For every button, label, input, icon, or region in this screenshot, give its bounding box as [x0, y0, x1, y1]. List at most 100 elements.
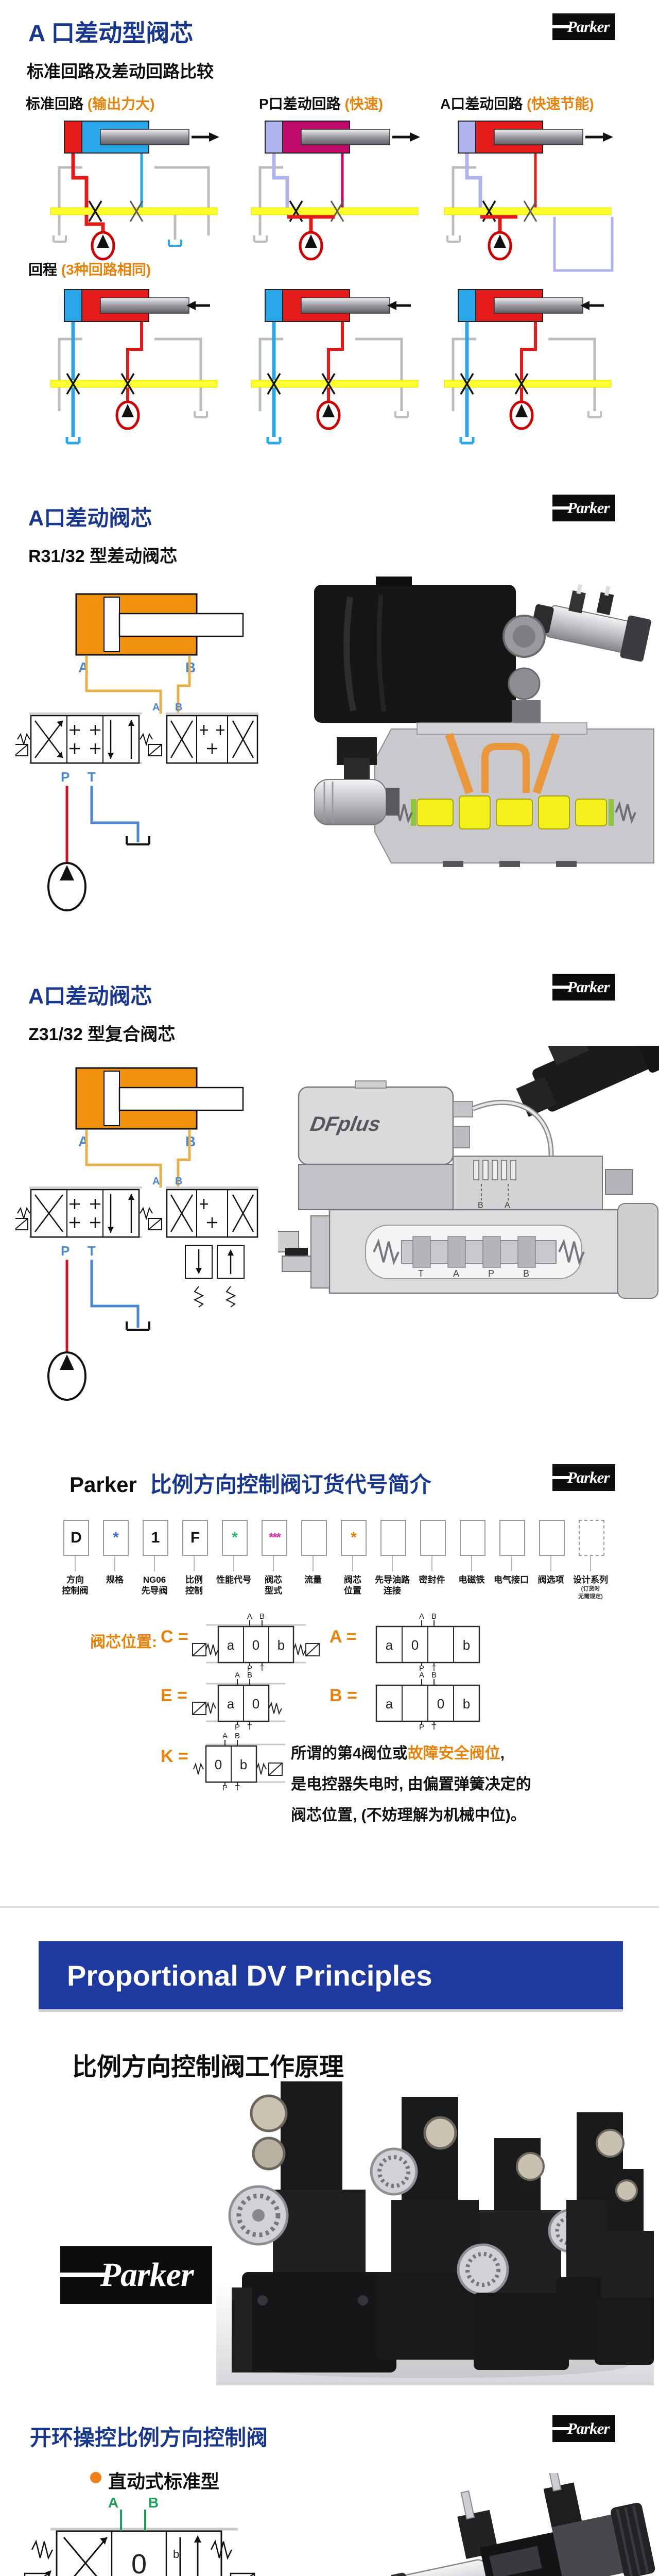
code-char: F [190, 1529, 200, 1546]
parker-logo: Parker [552, 495, 615, 521]
parker-logo-text: Parker [100, 2256, 194, 2294]
l1: 电气接口 [494, 1575, 529, 1585]
slide3-subtitle: Z31/32 型复合阀芯 [28, 1025, 176, 1044]
r31-schematic-diagram: A B A B [15, 593, 258, 911]
valve-symbol-main [15, 1187, 162, 1238]
port-label-t: T [88, 1243, 96, 1259]
cell-b: b [240, 1757, 247, 1772]
banner-text: Proportional DV Principles [67, 1959, 432, 1992]
valve-port-a: A [152, 1176, 160, 1187]
cell-0: 0 [131, 2549, 147, 2576]
code-box-6: *** [262, 1520, 287, 1556]
field-label-7: 流量 [291, 1574, 335, 1585]
parker-logo-text: Parker [567, 499, 610, 517]
code-char: D [71, 1529, 82, 1546]
tick-B: B [431, 1613, 437, 1621]
slide6-bullet: 直动式标准型 [108, 2471, 220, 2492]
pilot-valve-photo [531, 584, 651, 662]
valve-1 [228, 2081, 396, 2372]
field-label-12: 电气接口 [489, 1574, 533, 1585]
circuit-return-diagram-3 [444, 289, 612, 445]
field-label-8: 阀芯位置 [331, 1574, 375, 1597]
failsafe-note-line1: 所谓的第4阀位或故障安全阀位, [291, 1740, 505, 1763]
tick-T: T [259, 1664, 264, 1671]
parker-dash-icon [552, 2427, 571, 2430]
code-char: * [232, 1529, 238, 1546]
spool-e-label: E = [161, 1686, 187, 1705]
circuit-standard-extend-diagram [50, 121, 219, 261]
valve-body-cutaway [374, 722, 654, 867]
field-label-14: 设计系列(订货时无需规定) [568, 1574, 613, 1600]
code-box-10 [420, 1520, 446, 1556]
parker-logo-text: Parker [567, 1468, 610, 1486]
bullet-dot-icon [90, 2472, 101, 2483]
valve-symbol-alt [166, 713, 258, 764]
column-header-standard: 标准回路 (输出力大) [26, 93, 154, 113]
cell-a: a [227, 1637, 235, 1653]
valve-symbol-alt [166, 1187, 258, 1238]
field-label-10: 密封件 [410, 1574, 454, 1585]
tick-B: B [431, 1671, 437, 1680]
valve-family-photo [216, 2081, 654, 2385]
dc-valve-product-photo [391, 2473, 655, 2576]
slide3-title: A口差动阀芯 [28, 984, 152, 1008]
tick-B: B [259, 1613, 265, 1621]
l1: 设计系列 [573, 1575, 608, 1585]
return-label: 回程 [28, 262, 58, 278]
tick-A: A [222, 1732, 228, 1740]
tick-P: P [419, 1664, 424, 1671]
tick-T: T [247, 1723, 252, 1730]
tick-A: A [235, 1671, 240, 1680]
field-label-6: 阀芯型式 [251, 1574, 296, 1597]
main-stage-cutaway: T A P B [310, 1203, 658, 1299]
field-label-1: 方向控制阀 [53, 1574, 97, 1597]
slide2-subtitle: R31/32 型差动阀芯 [28, 547, 178, 566]
code-box-1: D [63, 1520, 89, 1556]
l1: NG06 [143, 1575, 166, 1585]
col2-label: P口差动回路 [259, 96, 341, 112]
l3: 无需规定) [578, 1593, 603, 1600]
l1: 方向 [66, 1575, 84, 1585]
spool-k-label: K = [161, 1747, 188, 1766]
tank-icon [126, 836, 150, 845]
spool-symbol-k: 0 b A B P T [193, 1732, 285, 1791]
return-note: (3种回路相同) [61, 262, 151, 278]
parker-logo-text: Parker [567, 18, 610, 36]
col3-label: A口差动回路 [440, 96, 523, 112]
slide4-title: Parker 比例方向控制阀订货代号简介 [70, 1467, 431, 1499]
l1: 先导油路 [375, 1575, 410, 1585]
slide-1: A 口差动型阀芯 Parker 标准回路及差动回路比较 标准回路 (输出力大) … [0, 0, 659, 479]
pilot-port-b: B [478, 1201, 483, 1210]
tick-P: P [235, 1723, 240, 1730]
z31-schematic-diagram: A B A B [15, 1067, 258, 1401]
slide2-title: A口差动阀芯 [28, 506, 152, 530]
spool-position-heading: 阀芯位置: [90, 1634, 157, 1651]
spool-b-label: B = [330, 1686, 357, 1705]
field-label-2: 规格 [93, 1574, 137, 1585]
spool-symbol-c: a 0 b A B P T [192, 1613, 320, 1671]
note-post: , [500, 1745, 505, 1762]
pilot-stage-symbols [185, 1245, 245, 1308]
cell-a: a [75, 2574, 82, 2576]
cell-b: b [463, 1696, 470, 1711]
parker-dash-icon [552, 506, 571, 510]
slide4-title-zh: 比例方向控制阀订货代号简介 [150, 1472, 431, 1497]
cell-0: 0 [252, 1696, 259, 1711]
cell-b: b [463, 1637, 470, 1653]
parker-logo-large: Parker [60, 2246, 212, 2304]
dfplus-brand-text: DFplus [308, 1112, 382, 1136]
code-box-9 [380, 1520, 406, 1556]
col3-note: (快速节能) [527, 96, 594, 112]
tick-A: A [247, 1613, 252, 1621]
l2: 先导阀 [141, 1586, 168, 1596]
circuit-return-diagram-2 [251, 289, 419, 445]
l2: 控制阀 [62, 1586, 89, 1596]
direct-acting-valve-symbol: a 0 b A B P T a b [24, 2496, 255, 2576]
tick-T: T [431, 1723, 436, 1730]
tick-B: B [235, 1732, 240, 1740]
section-port-t: T [418, 1268, 424, 1279]
spool-symbol-e: a 0 A B P T [192, 1671, 285, 1730]
cell-a: a [386, 1696, 393, 1711]
code-box-12 [499, 1520, 525, 1556]
